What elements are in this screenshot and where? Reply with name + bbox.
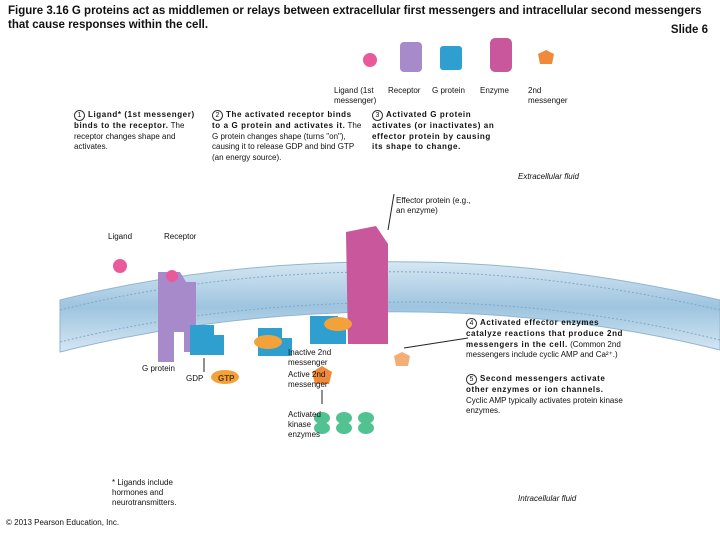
legend-icons <box>363 38 554 72</box>
active-2nd-label: Active 2nd messenger <box>288 370 328 389</box>
legend-receptor-icon <box>400 42 422 72</box>
kinase-label: Activated kinase enzymes <box>288 410 321 439</box>
footnote: * Ligands include hormones and neurotran… <box>112 478 177 507</box>
receptor-icon <box>158 272 196 362</box>
step-text: The G protein changes shape (turns "on")… <box>212 121 362 162</box>
legend-enzyme-label: Enzyme <box>480 86 509 95</box>
extracellular-label: Extracellular fluid <box>518 172 579 181</box>
step-number: 3 <box>372 110 383 121</box>
legend-ligand-label: Ligand (1st messenger) <box>334 86 377 105</box>
step-number: 5 <box>466 374 477 385</box>
step-text: (Common 2nd messengers include cyclic AM… <box>466 339 621 360</box>
ligand-label: Ligand <box>108 232 133 241</box>
step-number: 2 <box>212 110 223 121</box>
active-2nd-messenger-icon <box>312 366 332 384</box>
gtp-label: GTP <box>218 374 235 383</box>
effector-enzyme-icon <box>346 226 388 344</box>
kinase-enzyme-icons <box>314 412 374 434</box>
step-bold: Ligand* (1st messenger) binds to the rec… <box>74 110 195 130</box>
legend-2nd-messenger-label: 2nd messenger <box>528 86 568 105</box>
slide-label: Slide 6 <box>670 24 708 36</box>
legend-ligand-icon <box>363 53 377 67</box>
g-protein-label: G protein <box>142 364 175 373</box>
intracellular-label: Intracellular fluid <box>518 494 577 503</box>
legend-receptor-label: Receptor <box>388 86 421 95</box>
legend-2nd-messenger-icon <box>538 50 554 64</box>
copyright: © 2013 Pearson Education, Inc. <box>6 518 120 527</box>
step-bold: The activated receptor binds to a G prot… <box>212 110 352 130</box>
step-bold: Second messengers activate other enzymes… <box>466 374 606 394</box>
step-number: 4 <box>466 318 477 329</box>
cell-membrane <box>59 261 720 353</box>
effector-label: Effector protein (e.g., an enzyme) <box>396 196 471 215</box>
legend-enzyme-icon <box>490 38 512 72</box>
g-protein-icon <box>190 325 224 355</box>
legend-gprotein-icon <box>440 46 462 70</box>
step-bold: Activated G protein activates (or inacti… <box>372 110 495 151</box>
step-text: Cyclic AMP typically activates protein k… <box>466 395 623 416</box>
inactive-2nd-label: Inactive 2nd messenger <box>288 348 332 367</box>
gdp-label: GDP <box>186 374 204 383</box>
receptor-label: Receptor <box>164 232 197 241</box>
step-bold: Activated effector enzymes catalyze reac… <box>466 318 624 349</box>
step-text: The receptor changes shape and activates… <box>74 121 185 151</box>
figure-title: Figure 3.16 G proteins act as middlemen … <box>8 5 702 31</box>
gdp-icon <box>211 370 239 384</box>
inactive-2nd-messenger-icon <box>394 352 410 366</box>
legend-gprotein-label: G protein <box>432 86 465 95</box>
ligand-icon <box>113 259 127 273</box>
step-number: 1 <box>74 110 85 121</box>
